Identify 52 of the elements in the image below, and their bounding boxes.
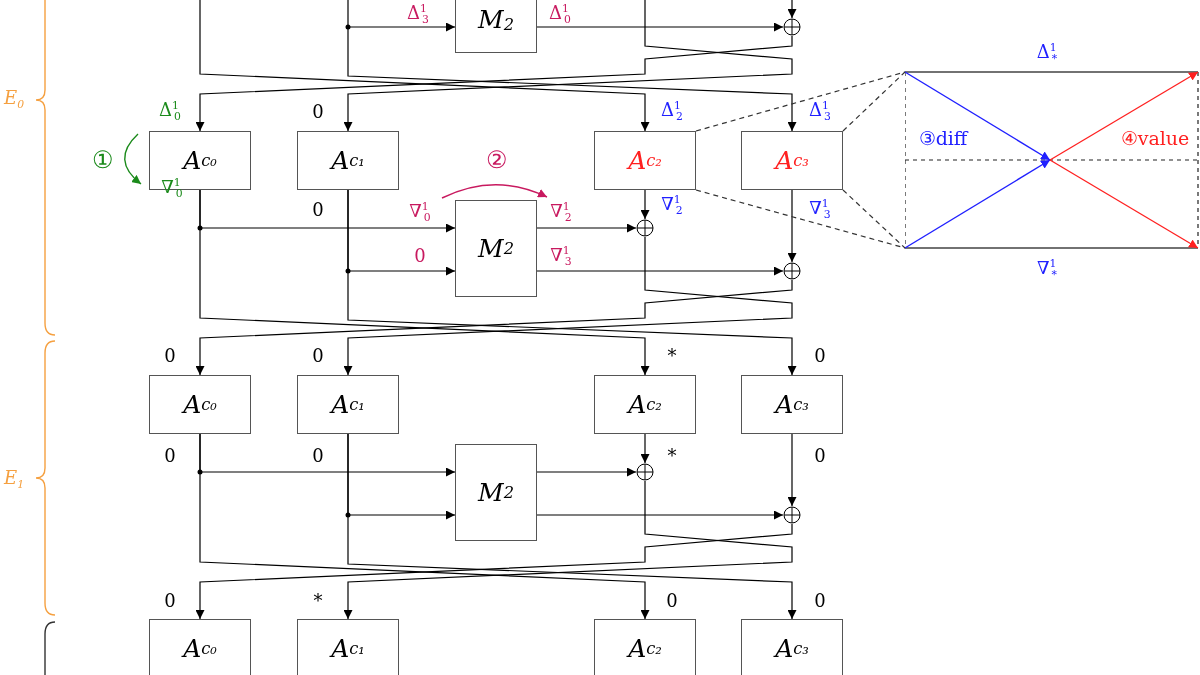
value-label: 0 [164, 592, 176, 610]
value-label: * [667, 447, 677, 465]
xor-symbol [636, 219, 654, 237]
xor-symbol [783, 262, 801, 280]
value-label: 0 [312, 201, 324, 219]
wire-arrow [536, 22, 784, 32]
step-number: ① [92, 148, 114, 172]
value-label: 0 [164, 347, 176, 365]
wire-arrow [343, 236, 793, 376]
wire-arrow [195, 279, 793, 376]
zoom-line [842, 189, 906, 249]
xor-symbol [636, 463, 654, 481]
wire-arrow [536, 266, 784, 276]
round-label: E$_{0}$ [4, 89, 24, 111]
wire-arrow [787, 433, 797, 507]
wire-arrow [536, 223, 637, 233]
value-label: 0 [312, 347, 324, 365]
wire-arrow [199, 0, 650, 132]
value-label: * [667, 347, 677, 365]
wire-arrow [347, 189, 797, 376]
wire-arrow [195, 523, 793, 620]
wire-arrow [199, 189, 650, 376]
value-label: 0 [814, 347, 826, 365]
step-label: ③diff [918, 128, 968, 148]
value-label: 0 [666, 592, 678, 610]
zoom-line [695, 189, 906, 249]
wire-arrow [787, 189, 797, 263]
wire-arrow [343, 480, 793, 620]
wire-arrow [536, 467, 637, 477]
wire-arrow [640, 433, 650, 464]
value-label: 0 [814, 592, 826, 610]
value-label: 0 [164, 447, 176, 465]
wire-arrow [640, 189, 650, 220]
zoom-line [842, 71, 906, 132]
value-label: * [313, 592, 323, 610]
value-label: 0 [414, 247, 426, 265]
wire-arrow [195, 35, 793, 132]
wire-arrow [347, 22, 456, 32]
value-label: 0 [312, 447, 324, 465]
step-label: ④value [1120, 128, 1190, 148]
zoom-line [695, 71, 906, 132]
xor-symbol [783, 506, 801, 524]
round-label: E$_{1}$ [4, 469, 24, 491]
value-label: 0 [814, 447, 826, 465]
value-label: 0 [312, 103, 324, 121]
step-number: ② [486, 148, 508, 172]
wire-arrow [787, 0, 797, 19]
xor-symbol [783, 18, 801, 36]
wire-arrow [347, 433, 797, 620]
matrix-box: M$_{2}$ [455, 0, 537, 53]
wire-arrow [199, 433, 650, 620]
wire-arrow [536, 510, 784, 520]
